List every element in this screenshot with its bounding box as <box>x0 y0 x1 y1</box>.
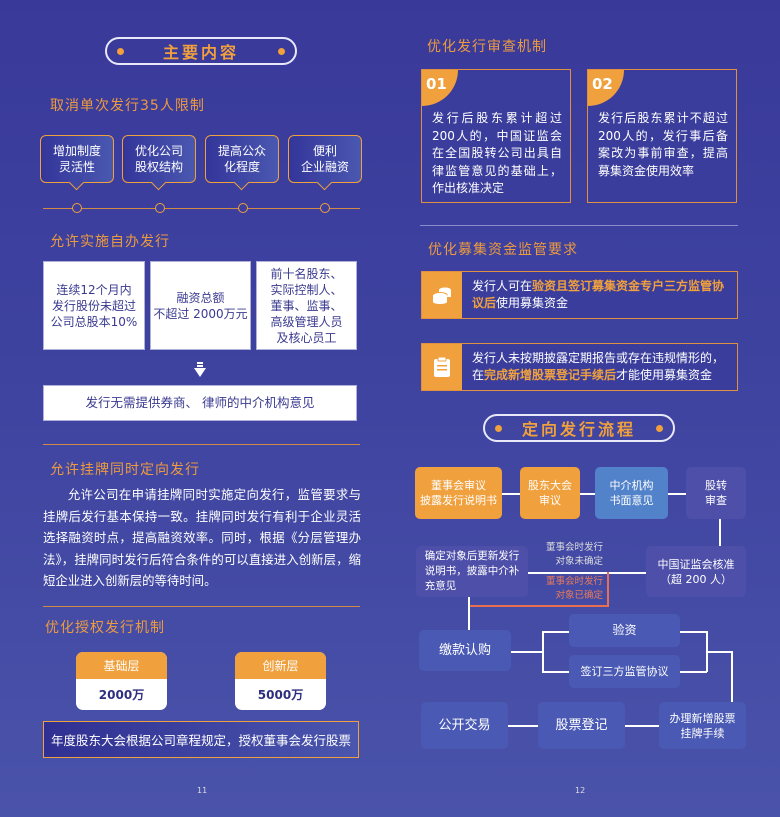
branch-label: 董事会时发行 对象未确定 <box>545 542 603 567</box>
benefit-callout: 增加制度 灵活性 <box>40 135 114 183</box>
connector <box>706 651 731 653</box>
condition-text: 融资总额 不超过 2000万元 <box>153 290 248 321</box>
main-content-title: 主要内容 <box>105 37 297 65</box>
page-number: 12 <box>575 786 586 795</box>
flow-node-subscribe: 缴款认购 <box>419 630 511 671</box>
flow-node-listing: 办理新增股票 挂牌手续 <box>659 702 746 749</box>
card-number: 02 <box>588 70 624 106</box>
tier-card: 创新层 5000万 <box>235 652 326 710</box>
flow-node-register: 股票登记 <box>538 702 625 749</box>
alt-connector <box>607 572 609 606</box>
condition-box: 融资总额 不超过 2000万元 <box>150 261 251 350</box>
section-heading: 允许挂牌同时定向发行 <box>50 462 200 478</box>
flow-title: 定向发行流程 <box>483 414 675 442</box>
note-text: 年度股东大会根据公司章程规定，授权董事会发行股票 <box>50 733 351 748</box>
timeline-node <box>155 203 165 213</box>
tier-value: 5000万 <box>257 688 304 702</box>
timeline-node <box>72 203 82 213</box>
review-card: 02 发行后股东累计不超过200人的，发行事后备案改为事前审查，提高募集资金使用效… <box>587 69 737 203</box>
connector <box>511 651 542 653</box>
connector <box>542 631 569 633</box>
tier-value: 2000万 <box>98 688 145 702</box>
benefit-text: 便利 企业融资 <box>300 144 349 174</box>
clipboard-icon <box>422 344 462 390</box>
fund-text: 发行人可在验资且签订募集资金专户三方监管协议后使用募集资金 <box>472 279 725 310</box>
dot-icon <box>278 47 285 55</box>
page-number: 11 <box>197 786 208 795</box>
timeline-node <box>320 203 330 213</box>
divider <box>43 606 360 607</box>
fund-rule: 发行人可在验资且签订募集资金专户三方监管协议后使用募集资金 <box>421 271 738 319</box>
condition-box: 连续12个月内 发行股份未超过 公司总股本10% <box>43 261 145 350</box>
timeline-node <box>238 203 248 213</box>
benefit-callout: 提高公众 化程度 <box>205 135 279 183</box>
connector <box>502 493 520 495</box>
benefit-callout: 便利 企业融资 <box>288 135 362 183</box>
flow-node-neeq: 股转 审查 <box>686 467 746 519</box>
connector <box>668 493 686 495</box>
title-text: 定向发行流程 <box>521 420 636 439</box>
review-card: 01 发行后股东累计超过200人的，中国证监会在全国股转公司出具自律监管意见的基础… <box>421 69 571 203</box>
fund-rule: 发行人未按期披露定期报告或存在违规情形的，在完成新增股票登记手续后才能使用募集资… <box>421 343 738 391</box>
dot-icon <box>656 424 663 432</box>
flow-node-agreement: 签订三方监管协议 <box>569 655 680 688</box>
condition-box: 前十名股东、 实际控制人、 董事、监事、 高级管理人员 及核心员工 <box>256 261 357 350</box>
timeline <box>43 208 360 209</box>
section-heading: 优化发行审查机制 <box>427 39 547 55</box>
section-heading: 允许实施自办发行 <box>50 234 170 250</box>
tier-card: 基础层 2000万 <box>76 652 167 710</box>
flow-node-trade: 公开交易 <box>421 702 508 749</box>
connector <box>508 725 538 727</box>
connector <box>680 631 707 633</box>
connector <box>468 597 470 630</box>
connector <box>580 493 595 495</box>
connector <box>542 671 569 673</box>
flow-node-update: 确定对象后更新发行 说明书，披露中介补 充意见 <box>416 546 528 597</box>
title-text: 主要内容 <box>162 43 239 62</box>
coins-icon <box>422 272 462 318</box>
flow-node-shareholders: 股东大会 审议 <box>520 467 580 519</box>
flow-node-verify: 验资 <box>569 614 680 647</box>
dot-icon <box>495 424 502 432</box>
section-heading: 优化募集资金监管要求 <box>428 242 578 258</box>
tier-name: 基础层 <box>76 652 167 679</box>
authorization-note: 年度股东大会根据公司章程规定，授权董事会发行股票 <box>43 721 359 758</box>
card-text: 发行后股东累计超过200人的，中国证监会在全国股转公司出具自律监管意见的基础上，… <box>432 111 562 195</box>
connector <box>731 651 733 702</box>
result-text: 发行无需提供券商、 律师的中介机构意见 <box>85 395 315 410</box>
condition-text: 连续12个月内 发行股份未超过 公司总股本10% <box>50 282 138 329</box>
divider <box>420 225 738 226</box>
section-heading: 取消单次发行35人限制 <box>50 98 205 114</box>
flow-node-board: 董事会审议 披露发行说明书 <box>415 467 502 519</box>
dot-icon <box>117 47 124 55</box>
connector <box>719 519 721 546</box>
card-number: 01 <box>422 70 458 106</box>
tier-name: 创新层 <box>235 652 326 679</box>
condition-text: 前十名股东、 实际控制人、 董事、监事、 高级管理人员 及核心员工 <box>270 266 343 345</box>
section-body: 允许公司在申请挂牌同时实施定向发行，监管要求与挂牌后发行基本保持一致。挂牌同时发… <box>43 487 361 588</box>
flow-node-csrc: 中国证监会核准 （超 200 人） <box>646 546 746 597</box>
result-box: 发行无需提供券商、 律师的中介机构意见 <box>43 385 357 421</box>
alt-connector <box>468 605 609 607</box>
card-text: 发行后股东累计不超过200人的，发行事后备案改为事前审查，提高募集资金使用效率 <box>598 111 728 178</box>
benefit-text: 增加制度 灵活性 <box>52 144 101 174</box>
benefit-text: 优化公司 股权结构 <box>134 144 183 174</box>
benefit-callout: 优化公司 股权结构 <box>122 135 196 183</box>
branch-label: 董事会时发行 对象已确定 <box>545 576 603 601</box>
connector <box>528 572 646 574</box>
fund-text: 发行人未按期披露定期报告或存在违规情形的，在完成新增股票登记手续后才能使用募集资… <box>472 351 725 382</box>
down-arrow-icon <box>194 362 206 378</box>
divider <box>43 444 360 445</box>
connector <box>625 725 659 727</box>
connector <box>680 671 707 673</box>
connector <box>542 631 544 672</box>
flow-node-intermediary: 中介机构 书面意见 <box>595 467 668 519</box>
section-heading: 优化授权发行机制 <box>45 620 165 636</box>
benefit-text: 提高公众 化程度 <box>217 144 266 174</box>
